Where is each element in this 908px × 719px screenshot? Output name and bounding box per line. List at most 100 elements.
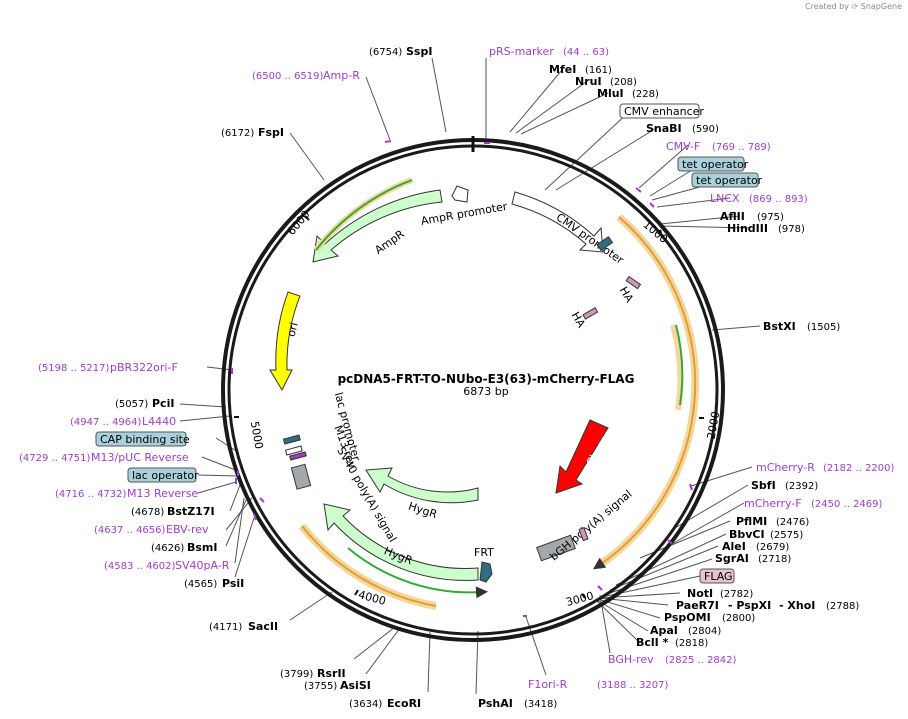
svg-text:(769 .. 789): (769 .. 789): [712, 142, 771, 153]
bcli-site[interactable]: BclI *(2818): [636, 636, 708, 649]
nrui-site[interactable]: NruI(208): [575, 75, 637, 88]
svg-text:FLAG: FLAG: [704, 570, 733, 583]
bsmi-site[interactable]: (4626)BsmI: [151, 541, 218, 554]
pflmi-site[interactable]: PflMI(2476): [736, 515, 809, 528]
fspi-site[interactable]: (6172)FspI: [221, 126, 284, 139]
tet-operator-box-1[interactable]: tet operator: [677, 156, 749, 172]
lac-operator-box[interactable]: lac operator: [127, 467, 199, 483]
bbvci-site[interactable]: BbvCI(2575): [729, 528, 803, 541]
flag-feature: [578, 527, 589, 542]
ori-feature: [269, 291, 301, 392]
svg-text:LNCX: LNCX: [710, 192, 740, 205]
ecori-site[interactable]: (3634)EcoRI: [349, 697, 421, 710]
l4440-primer[interactable]: (4947 .. 4964)L4440: [70, 415, 176, 428]
hindiii-site[interactable]: HindIII(978): [727, 222, 805, 235]
sbfi-site[interactable]: SbfI(2392): [751, 479, 818, 492]
bstz17i-site[interactable]: (4678)BstZ17I: [131, 505, 215, 518]
pbr322ori-f-primer[interactable]: (5198 .. 5217)pBR322ori-F: [38, 361, 178, 374]
svg-text:(2718): (2718): [758, 554, 791, 565]
svg-text:(4637 .. 4656): (4637 .. 4656): [94, 525, 166, 536]
cmv-promoter-label: CMV promoter: [554, 211, 627, 267]
hygr-feature-1: [365, 467, 479, 504]
hygr-green: [347, 547, 488, 599]
ebv-rev-primer[interactable]: (4637 .. 4656)EBV-rev: [94, 523, 209, 536]
psii-site[interactable]: (4565) PsiI: [184, 577, 244, 590]
svg-text:L4440: L4440: [142, 415, 176, 428]
orf-green-inner: [675, 324, 684, 406]
tick-3000: 3000: [565, 589, 595, 609]
ori-label: ori: [285, 321, 301, 338]
sv40-polya-feature: [290, 463, 312, 490]
prs-marker-primer[interactable]: pRS-marker(44 .. 63): [489, 45, 609, 58]
svg-text:SnaBI: SnaBI: [646, 122, 682, 135]
sspi-site[interactable]: (6754)SspI: [369, 45, 432, 58]
rsrii-site[interactable]: (3799)RsrII: [280, 667, 346, 680]
cmv-f-primer[interactable]: CMV-F (769 .. 789): [666, 140, 771, 153]
flag-box[interactable]: FLAG: [699, 568, 735, 584]
tet-operator-box-2[interactable]: tet operator: [691, 172, 763, 188]
mfei-site[interactable]: MfeI(161): [549, 63, 612, 76]
pshai-site[interactable]: PshAI(3418): [478, 697, 557, 710]
m13-primer-mark: [289, 451, 307, 461]
apai-site[interactable]: ApaI(2804): [650, 624, 721, 637]
mcherry-f-primer[interactable]: mCherry-F(2450 .. 2469): [744, 497, 883, 510]
noti-site[interactable]: NotI(2782): [687, 587, 753, 600]
cmv-enhancer-box[interactable]: CMV enhancer: [619, 103, 704, 119]
mlui-site[interactable]: MluI(228): [597, 87, 659, 100]
svg-text:(2800): (2800): [722, 613, 755, 624]
plasmid-length: 6873 bp: [463, 385, 508, 398]
svg-text:(4729 .. 4751): (4729 .. 4751): [19, 453, 91, 464]
svg-text:(3188 .. 3207): (3188 .. 3207): [597, 680, 669, 691]
svg-text:(869 .. 893): (869 .. 893): [749, 194, 808, 205]
orf-arrow-right: [593, 216, 697, 570]
alei-site[interactable]: AleI(2679): [722, 540, 789, 553]
svg-text:SspI: SspI: [406, 45, 432, 58]
amp-r-primer[interactable]: (6500 .. 6519)Amp-R: [252, 69, 360, 82]
snabi-site[interactable]: SnaBI(590): [646, 122, 719, 135]
svg-text:PciI: PciI: [152, 397, 174, 410]
svg-text:(2782): (2782): [720, 589, 753, 600]
svg-text:(4565): (4565): [184, 579, 217, 590]
ampr-promoter-feature: [451, 185, 469, 203]
tet-operator-site: [596, 236, 614, 252]
cap-binding-site-box[interactable]: CAP binding site: [95, 431, 190, 447]
svg-text:ApaI: ApaI: [650, 624, 678, 637]
asisi-site[interactable]: (3755)AsiSI: [304, 679, 371, 692]
bstxi-site[interactable]: BstXI(1505): [763, 320, 840, 333]
svg-text:(2392): (2392): [785, 481, 818, 492]
svg-text:F1ori-R: F1ori-R: [528, 678, 568, 691]
m13-reverse-primer[interactable]: (4716 .. 4732)M13 Reverse: [55, 487, 198, 500]
pcii-site[interactable]: (5057)PciI: [115, 397, 174, 410]
m13-puc-reverse-primer[interactable]: (4729 .. 4751)M13/pUC Reverse: [19, 451, 189, 464]
ampr-promoter-label: AmpR promoter: [420, 200, 509, 228]
svg-text:(1505): (1505): [807, 322, 840, 333]
svg-text:AsiSI: AsiSI: [340, 679, 371, 692]
sacii-site[interactable]: (4171)SacII: [209, 620, 278, 633]
credit-brand: SnapGene: [860, 2, 902, 11]
svg-text:CAP binding site: CAP binding site: [100, 433, 190, 446]
svg-text:- PspXI: - PspXI: [728, 599, 771, 612]
plasmid-name: pcDNA5-FRT-TO-NUbo-E3(63)-mCherry-FLAG: [338, 372, 635, 386]
svg-text:(4171): (4171): [209, 622, 242, 633]
svg-text:tet operator: tet operator: [696, 174, 763, 187]
svg-text:(975): (975): [757, 212, 784, 223]
bgh-rev-primer[interactable]: BGH-rev(2825 .. 2842): [608, 653, 737, 666]
svg-text:lac operator: lac operator: [132, 469, 199, 482]
svg-text:PsiI: PsiI: [222, 577, 244, 590]
paer7i-site[interactable]: PaeR7I- PspXI- XhoI(2788): [676, 599, 859, 612]
lncx-primer[interactable]: LNCX (869 .. 893): [710, 192, 808, 205]
ha-label-1: HA: [617, 284, 636, 305]
pspomi-site[interactable]: PspOMI(2800): [664, 611, 755, 624]
svg-text:(2575): (2575): [770, 530, 803, 541]
sv40pa-r-primer[interactable]: (4583 .. 4602)SV40pA-R: [104, 559, 230, 572]
svg-text:(3634): (3634): [349, 699, 382, 710]
svg-text:BsmI: BsmI: [187, 541, 218, 554]
f1ori-r-primer[interactable]: F1ori-R (3188 .. 3207): [528, 678, 669, 691]
sgrai-site[interactable]: SgrAI(2718): [715, 552, 791, 565]
svg-text:(161): (161): [585, 65, 612, 76]
svg-text:(5198 .. 5217): (5198 .. 5217): [38, 363, 110, 374]
svg-text:CMV-F: CMV-F: [666, 140, 700, 153]
aflii-site[interactable]: AflII(975): [720, 210, 784, 223]
mcherry-r-primer[interactable]: mCherry-R(2182 .. 2200): [756, 461, 895, 474]
